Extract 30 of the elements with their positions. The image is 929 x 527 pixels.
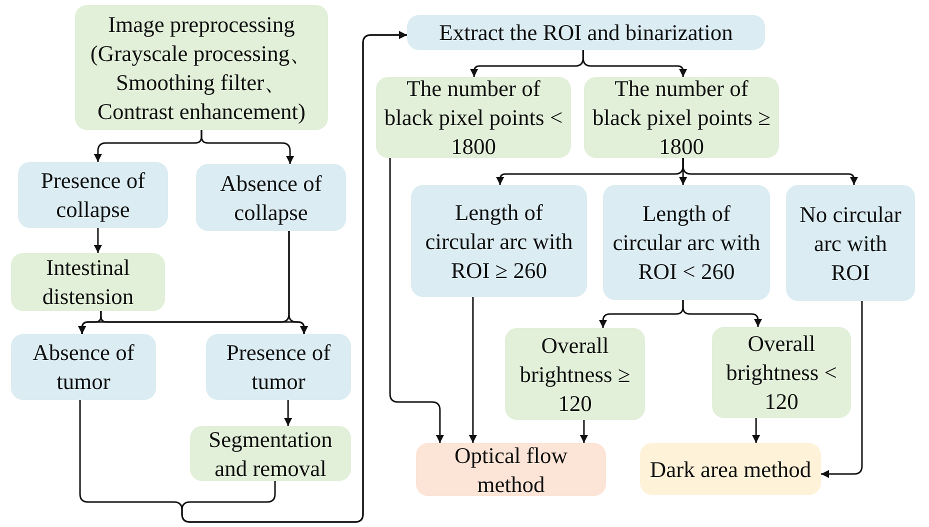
arrow xyxy=(468,297,477,443)
arrow xyxy=(682,300,762,327)
arrow xyxy=(682,158,858,185)
condition-box: The number of black pixel points < 1800 xyxy=(376,77,571,158)
process-box: Intestinal distension xyxy=(11,253,165,311)
arrow xyxy=(288,231,308,334)
process-box: Extract the ROI and binarization xyxy=(407,15,765,50)
arrow xyxy=(94,228,102,253)
condition-box: Absence of collapse xyxy=(196,164,346,231)
arrow xyxy=(821,301,863,478)
arrow xyxy=(284,400,292,426)
process-box: Segmentation and removal xyxy=(190,426,351,481)
arrow xyxy=(389,158,444,443)
condition-box: Overall brightness < 120 xyxy=(712,327,851,418)
condition-box: Length of circular arc with ROI < 260 xyxy=(603,185,770,300)
condition-box: The number of black pixel points ≥ 1800 xyxy=(584,77,779,158)
method-box: Optical flow method xyxy=(416,443,606,496)
condition-box: No circular arc with ROI xyxy=(786,185,915,301)
method-box: Dark area method xyxy=(640,443,821,495)
arrow xyxy=(582,50,688,77)
condition-box: Length of circular arc with ROI ≥ 260 xyxy=(411,185,587,297)
condition-box: Absence of tumor xyxy=(11,334,156,400)
arrow xyxy=(200,130,294,164)
condition-box: Overall brightness ≥ 120 xyxy=(505,328,645,420)
condition-box: Presence of tumor xyxy=(206,334,351,400)
arrow xyxy=(752,418,760,443)
arrow xyxy=(580,420,588,443)
arrow xyxy=(181,31,407,523)
process-box: Image preprocessing (Grayscale processing、 Smoothing filter、 Contrast enhancement) xyxy=(75,5,328,130)
condition-box: Presence of collapse xyxy=(18,162,168,228)
